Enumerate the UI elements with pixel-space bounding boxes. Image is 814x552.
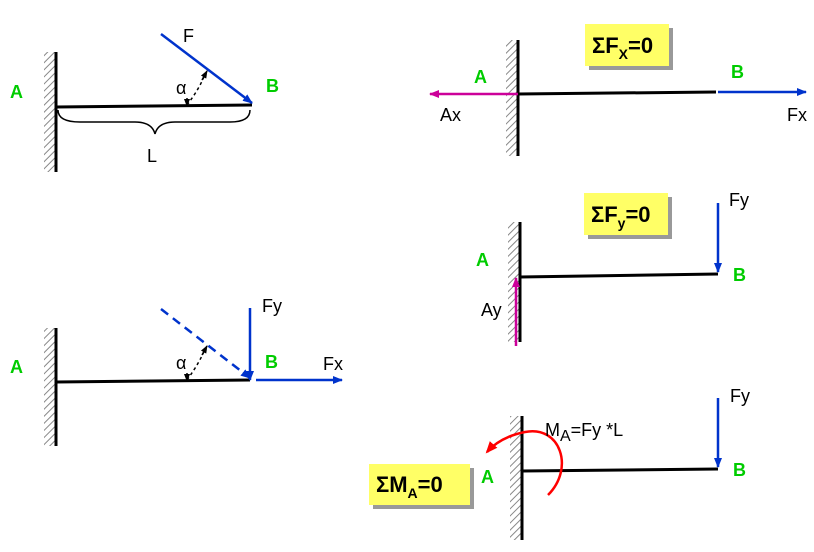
point-b-label: B [265,352,278,372]
length-brace [57,109,251,135]
beam [521,467,719,473]
angle-label: α [176,78,186,98]
beam [55,103,253,109]
equation-sum-ma: ΣMA=0 [376,472,443,501]
point-a-label: A [474,67,487,87]
force-fx-label: Fx [787,105,807,125]
beam [55,378,251,384]
reaction-ax-label: Ax [440,105,461,125]
point-b-label: B [733,265,746,285]
point-a-label: A [10,82,23,102]
diagram-sum-fy: ΣFy=0 A B Fy Ay [476,190,749,346]
wall-hatch [506,40,518,156]
force-fy-label: Fy [730,386,750,406]
wall-hatch [508,222,520,342]
point-a-label: A [10,357,23,377]
point-a-label: A [481,467,494,487]
angle-tick-up [200,70,208,81]
point-a-label: A [476,250,489,270]
force-f-arrow [160,33,253,104]
angle-label: α [176,353,186,373]
diagram-cantilever-force-f: A B F α L [10,26,279,172]
force-fy-label: Fy [729,190,749,210]
point-b-label: B [266,76,279,96]
equation-sum-fx: ΣFX=0 [592,33,653,62]
force-f-dashed-arrow [160,308,251,379]
diagram-cantilever-components: A B Fy Fx α [10,296,343,446]
equation-sum-fy: ΣFy=0 [591,202,651,231]
wall-hatch [44,52,56,172]
reaction-ay-label: Ay [481,300,502,320]
beam [517,90,717,96]
force-fy-label: Fy [262,296,282,316]
angle-tick-up [200,345,208,356]
beam [519,272,719,279]
equation-box [584,193,668,235]
angle-arc [186,73,206,106]
diagram-sum-fx: ΣFX=0 A B Ax Fx [429,24,807,156]
angle-arc [186,348,206,381]
moment-ma-arrow [485,430,564,496]
wall-hatch [510,416,522,540]
length-label: L [147,146,157,166]
force-fx-label: Fx [323,354,343,374]
equation-box [369,464,470,505]
diagram-sum-ma: ΣMA=0 A B Fy MA=Fy *L [369,386,750,540]
equation-box [585,24,669,66]
moment-ma-label: MA=Fy *L [545,420,623,445]
force-f-label: F [183,26,194,46]
point-b-label: B [733,460,746,480]
wall-hatch [44,328,56,446]
point-b-label: B [731,62,744,82]
